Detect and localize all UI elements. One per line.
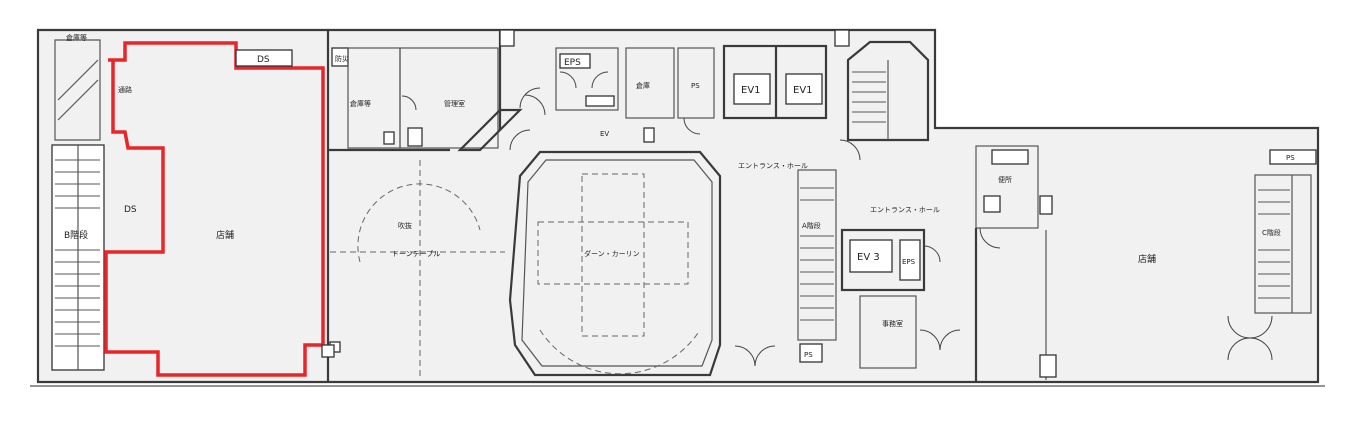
elevator-bank: EV1 EV1 bbox=[722, 44, 828, 120]
ev3-block: EV 3 EPS 事務室 bbox=[840, 228, 961, 369]
stair-far-right: C階段 bbox=[1227, 174, 1312, 361]
dome-left-top: 吹抜 bbox=[398, 221, 412, 230]
room-right-label: 店舗 bbox=[1138, 253, 1156, 265]
ev2-label: EV1 bbox=[793, 85, 813, 96]
corner-tag-label: 倉庫等 bbox=[66, 33, 87, 42]
room-red-label: 店舗 bbox=[216, 229, 234, 241]
eps-top-room: EPS bbox=[555, 47, 619, 111]
small-room-a-label: 倉庫等 bbox=[350, 99, 371, 108]
stair-left-label: B階段 bbox=[64, 229, 88, 241]
ps-right-label: PS bbox=[1286, 154, 1295, 162]
left-stair: B階段 倉庫等 bbox=[51, 33, 105, 371]
dome-center-label: ダーン・カーリン bbox=[584, 249, 640, 258]
ev3-label: EV 3 bbox=[857, 252, 880, 263]
stair-far-right-label: C階段 bbox=[1262, 228, 1281, 237]
ds-left-label: DS bbox=[124, 205, 137, 215]
ds-top-label: DS bbox=[257, 55, 270, 65]
highlight-boundary bbox=[104, 41, 325, 377]
fire-room-label: 防災 bbox=[335, 54, 349, 63]
stair-top-right bbox=[839, 40, 930, 161]
eps-top-label: EPS bbox=[564, 58, 581, 68]
stair-right-label: A階段 bbox=[802, 221, 821, 230]
right-store: 店舗 PS bbox=[974, 149, 1317, 382]
entrance-hall-2-label: エントランス・ホール bbox=[870, 206, 940, 214]
ps-bottom-label: PS bbox=[804, 351, 813, 359]
small-room-d-label: 事務室 bbox=[882, 319, 903, 328]
left-ds-room: DS 通路 bbox=[118, 85, 137, 215]
aisle-label: 通路 bbox=[118, 85, 132, 94]
ev-hall-label: EV bbox=[600, 130, 609, 138]
dome-left-label: ドーンテーブル bbox=[392, 249, 440, 258]
restroom-block: 便所 bbox=[975, 145, 1053, 249]
central-hall: ダーン・カーリン bbox=[508, 129, 776, 377]
service-rooms: 倉庫 PS bbox=[625, 47, 715, 135]
small-room-c-label: 倉庫 bbox=[636, 81, 650, 90]
entrance-hall-1-label: エントランス・ホール bbox=[738, 162, 808, 170]
highlighted-unit: 店舗 DS bbox=[104, 41, 325, 377]
building-outline bbox=[30, 28, 1325, 387]
small-room-b-label: 管理室 bbox=[444, 99, 465, 108]
eps-mid-label: EPS bbox=[902, 258, 916, 266]
columns bbox=[321, 29, 850, 358]
entrance-hall: エントランス・ホール エントランス・ホール A階段 PS bbox=[738, 162, 940, 363]
ps-mid-label: PS bbox=[691, 82, 700, 90]
interior-walls: 防災 倉庫等 管理室 bbox=[326, 30, 502, 382]
small-room-e-label: 便所 bbox=[998, 175, 1012, 184]
corridor-diagonal bbox=[457, 87, 546, 152]
ev1-label: EV1 bbox=[741, 85, 761, 96]
